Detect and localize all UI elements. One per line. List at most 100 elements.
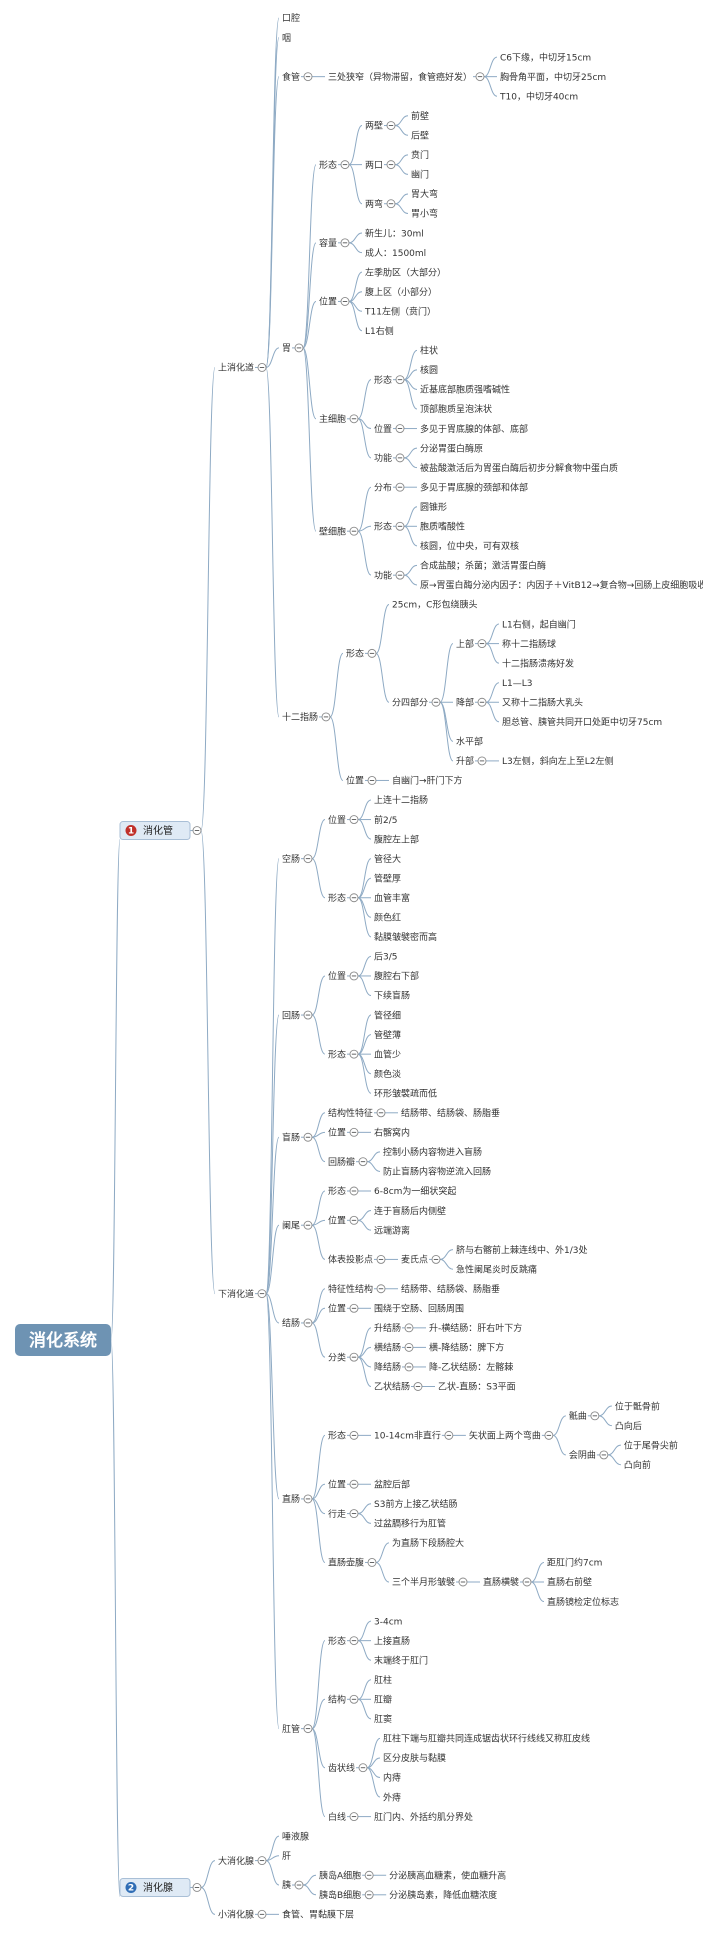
collapse-toggle-icon[interactable] <box>349 971 359 981</box>
collapse-toggle-icon[interactable] <box>386 199 396 209</box>
node-label: 结肠带、结肠袋、肠脂垂 <box>401 1283 500 1295</box>
collapse-toggle-icon[interactable] <box>431 697 441 707</box>
collapse-toggle-icon[interactable] <box>475 72 485 82</box>
collapse-toggle-icon[interactable] <box>367 648 377 658</box>
collapse-toggle-icon[interactable] <box>395 424 405 433</box>
collapse-toggle-icon[interactable] <box>294 343 304 353</box>
collapse-toggle-icon[interactable] <box>358 1157 368 1167</box>
collapse-toggle-icon[interactable] <box>303 1220 313 1230</box>
collapse-toggle-icon[interactable] <box>349 1430 359 1440</box>
edge <box>302 1874 317 1886</box>
collapse-toggle-icon[interactable] <box>349 1812 359 1822</box>
collapse-toggle-icon[interactable] <box>364 1870 374 1880</box>
node-label: 骶曲 <box>569 1411 587 1422</box>
collapse-toggle-icon[interactable] <box>257 1856 267 1866</box>
collapse-toggle-icon[interactable] <box>544 1430 554 1440</box>
edge <box>485 701 500 723</box>
collapse-toggle-icon[interactable] <box>444 1430 454 1440</box>
node-label: 区分皮肤与黏膜 <box>383 1752 446 1764</box>
node-label: 多见于胃底腺的体部、底部 <box>420 423 528 435</box>
collapse-toggle-icon[interactable] <box>590 1411 600 1421</box>
collapse-toggle-icon[interactable] <box>349 526 359 536</box>
node-label: 胃小弯 <box>411 208 438 220</box>
collapse-toggle-icon[interactable] <box>257 1289 267 1299</box>
collapse-toggle-icon[interactable] <box>192 826 202 835</box>
node-label: 功能 <box>374 569 392 581</box>
edge <box>357 955 372 977</box>
node-label: 升结肠 <box>374 1322 401 1334</box>
node-label: 会阴曲 <box>569 1449 596 1461</box>
edge <box>357 819 372 840</box>
collapse-toggle-icon[interactable] <box>349 1127 359 1137</box>
collapse-toggle-icon[interactable] <box>395 453 405 463</box>
collapse-toggle-icon[interactable] <box>599 1450 609 1460</box>
collapse-toggle-icon[interactable] <box>395 521 405 531</box>
collapse-toggle-icon[interactable] <box>303 1132 313 1142</box>
collapse-toggle-icon[interactable] <box>349 1186 359 1196</box>
node-label: 分类 <box>328 1351 346 1363</box>
collapse-toggle-icon[interactable] <box>349 1509 359 1519</box>
collapse-toggle-icon[interactable] <box>367 1557 377 1567</box>
node-label: 乙状-直肠：S3平面 <box>438 1381 516 1393</box>
collapse-toggle-icon[interactable] <box>404 1362 414 1372</box>
collapse-toggle-icon[interactable] <box>321 712 331 722</box>
collapse-toggle-icon[interactable] <box>257 363 267 372</box>
collapse-toggle-icon[interactable] <box>431 1254 441 1264</box>
collapse-toggle-icon[interactable] <box>395 375 405 385</box>
collapse-toggle-icon[interactable] <box>358 1763 368 1773</box>
collapse-toggle-icon[interactable] <box>340 160 350 170</box>
collapse-toggle-icon[interactable] <box>192 1883 202 1892</box>
collapse-toggle-icon[interactable] <box>477 697 487 707</box>
edge <box>357 1503 372 1515</box>
collapse-toggle-icon[interactable] <box>303 854 313 864</box>
collapse-toggle-icon[interactable] <box>349 1049 359 1059</box>
collapse-toggle-icon[interactable] <box>303 1318 313 1328</box>
collapse-toggle-icon[interactable] <box>303 1724 313 1734</box>
root-node[interactable]: 消化系统 <box>15 1324 111 1356</box>
collapse-toggle-icon[interactable] <box>340 297 350 306</box>
collapse-toggle-icon[interactable] <box>349 1303 359 1313</box>
collapse-toggle-icon[interactable] <box>257 1909 267 1919</box>
edge <box>483 56 498 78</box>
edge <box>483 76 498 97</box>
collapse-toggle-icon[interactable] <box>340 238 350 248</box>
edge <box>265 1293 280 1730</box>
collapse-toggle-icon[interactable] <box>349 1352 359 1362</box>
collapse-toggle-icon[interactable] <box>303 72 313 82</box>
collapse-toggle-icon[interactable] <box>477 756 487 766</box>
collapse-toggle-icon[interactable] <box>376 1108 386 1118</box>
collapse-toggle-icon[interactable] <box>413 1382 423 1391</box>
collapse-toggle-icon[interactable] <box>395 570 405 580</box>
edge <box>366 1757 381 1769</box>
collapse-toggle-icon[interactable] <box>395 482 405 492</box>
collapse-toggle-icon[interactable] <box>404 1323 414 1333</box>
collapse-toggle-icon[interactable] <box>404 1342 414 1352</box>
collapse-toggle-icon[interactable] <box>303 1010 313 1020</box>
node-label: 胰岛B细胞 <box>319 1889 361 1901</box>
collapse-toggle-icon[interactable] <box>386 121 396 130</box>
collapse-toggle-icon[interactable] <box>349 1479 359 1489</box>
node-label: 10-14cm非直行 <box>374 1430 441 1442</box>
collapse-toggle-icon[interactable] <box>349 414 359 424</box>
collapse-toggle-icon[interactable] <box>294 1880 304 1890</box>
collapse-toggle-icon[interactable] <box>386 160 396 170</box>
collapse-toggle-icon[interactable] <box>458 1577 468 1587</box>
edge <box>403 447 418 459</box>
node-label: 分布 <box>374 481 392 493</box>
collapse-toggle-icon[interactable] <box>367 776 377 785</box>
collapse-toggle-icon[interactable] <box>376 1254 386 1264</box>
collapse-toggle-icon[interactable] <box>522 1577 532 1587</box>
collapse-toggle-icon[interactable] <box>349 1694 359 1704</box>
collapse-toggle-icon[interactable] <box>303 1494 313 1504</box>
edge <box>357 525 372 532</box>
collapse-toggle-icon[interactable] <box>364 1890 374 1900</box>
edge <box>265 1014 280 1295</box>
collapse-toggle-icon[interactable] <box>349 815 359 824</box>
collapse-toggle-icon[interactable] <box>349 1636 359 1646</box>
collapse-toggle-icon[interactable] <box>349 1215 359 1225</box>
collapse-toggle-icon[interactable] <box>349 893 359 903</box>
collapse-toggle-icon[interactable] <box>477 639 487 649</box>
collapse-toggle-icon[interactable] <box>376 1284 386 1294</box>
